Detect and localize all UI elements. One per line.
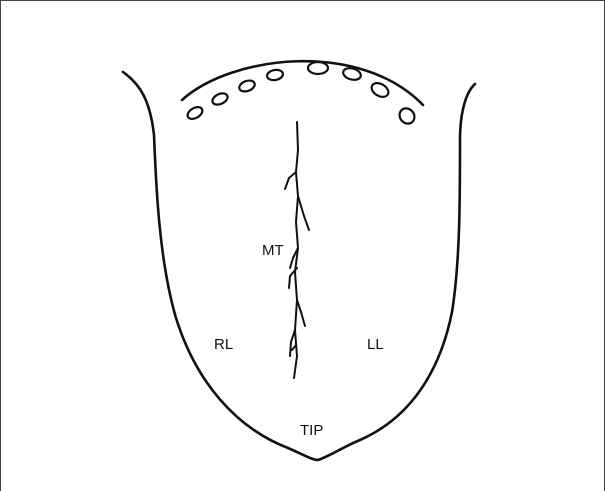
papilla [266,69,283,82]
label-tip: TIP [300,423,323,438]
papilla [396,105,417,126]
groove-branch [297,300,305,326]
median-groove [285,122,309,378]
papilla [211,91,230,107]
groove-branch [290,330,295,356]
groove-branch [298,196,309,230]
label-mt: MT [262,243,284,258]
papilla [238,79,256,94]
papilla [186,105,205,122]
groove-branch [285,172,296,189]
label-rl: RL [214,337,233,352]
label-ll: LL [367,337,384,352]
papillae-row [186,62,418,127]
sulcus-terminalis-arc [182,61,423,105]
papilla [308,62,328,74]
papilla [369,80,391,99]
tongue-outline [123,72,475,460]
